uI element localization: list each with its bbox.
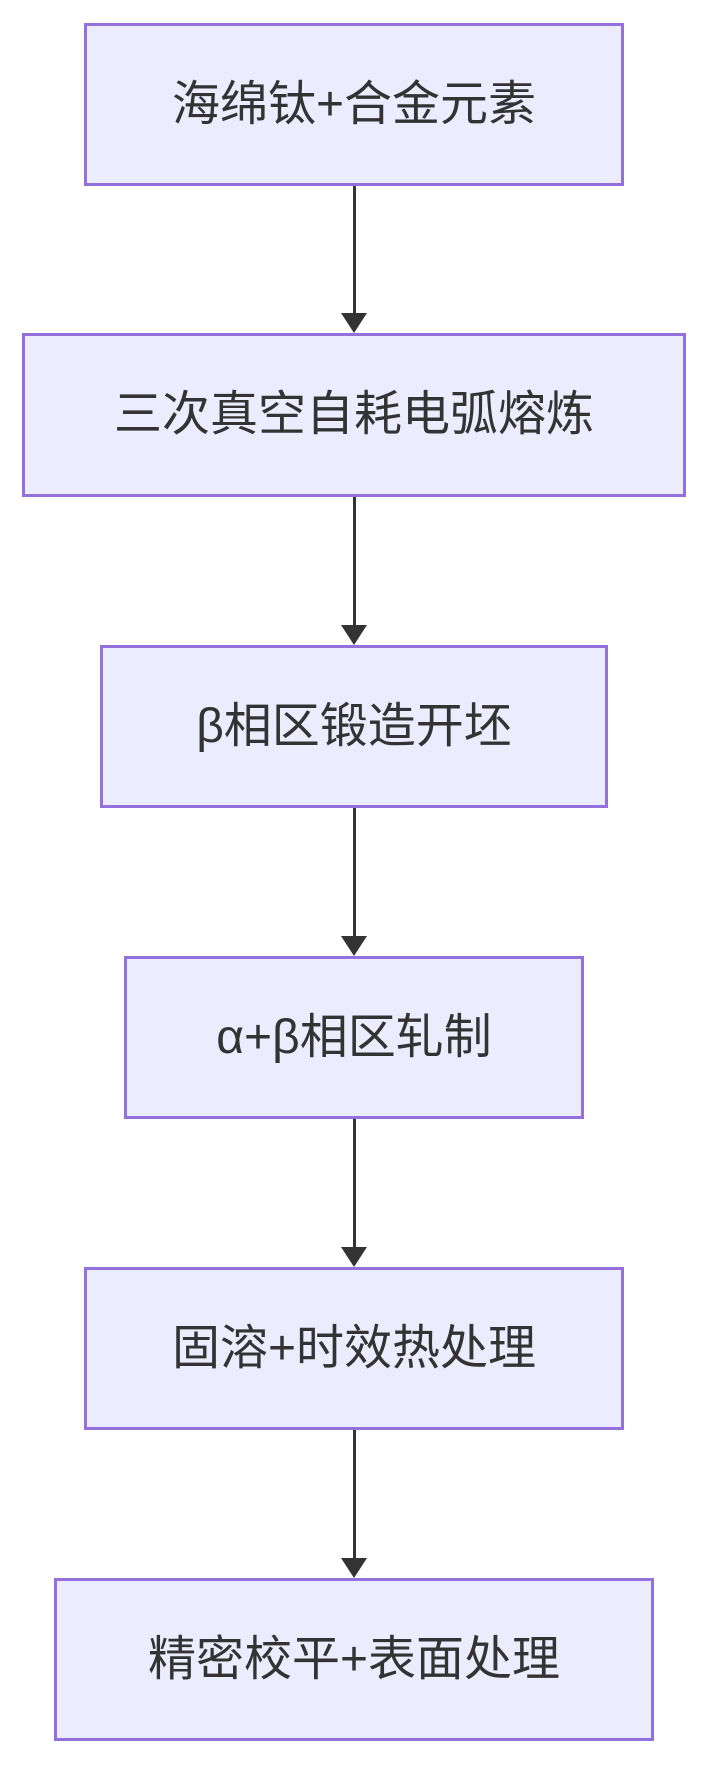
- node-label: α+β相区轧制: [216, 1010, 492, 1064]
- node-label: 固溶+时效热处理: [171, 1321, 537, 1375]
- arrow-line: [352, 1430, 356, 1560]
- node-precision-leveling-surface-treatment: 精密校平+表面处理: [54, 1578, 654, 1741]
- flow-arrow-3: [340, 808, 368, 956]
- node-sponge-titanium-alloy-elements: 海绵钛+合金元素: [84, 23, 624, 186]
- arrow-down-icon: [341, 625, 367, 645]
- arrow-down-icon: [341, 936, 367, 956]
- flow-arrow-1: [340, 186, 368, 333]
- arrow-down-icon: [341, 1558, 367, 1578]
- node-triple-vacuum-arc-melting: 三次真空自耗电弧熔炼: [22, 333, 686, 497]
- node-beta-phase-forging: β相区锻造开坯: [100, 645, 608, 808]
- arrow-line: [352, 1119, 356, 1249]
- node-label: 三次真空自耗电弧熔炼: [113, 388, 594, 442]
- arrow-line: [352, 808, 356, 938]
- node-label: 海绵钛+合金元素: [171, 77, 537, 131]
- node-label: 精密校平+表面处理: [147, 1632, 561, 1686]
- flow-arrow-5: [340, 1430, 368, 1578]
- node-label: β相区锻造开坯: [196, 699, 512, 753]
- arrow-line: [352, 497, 356, 627]
- node-solution-aging-heat-treatment: 固溶+时效热处理: [84, 1267, 624, 1430]
- arrow-line: [352, 186, 356, 315]
- flow-arrow-4: [340, 1119, 368, 1267]
- arrow-down-icon: [341, 313, 367, 333]
- arrow-down-icon: [341, 1247, 367, 1267]
- flow-arrow-2: [340, 497, 368, 645]
- node-alpha-beta-phase-rolling: α+β相区轧制: [124, 956, 584, 1119]
